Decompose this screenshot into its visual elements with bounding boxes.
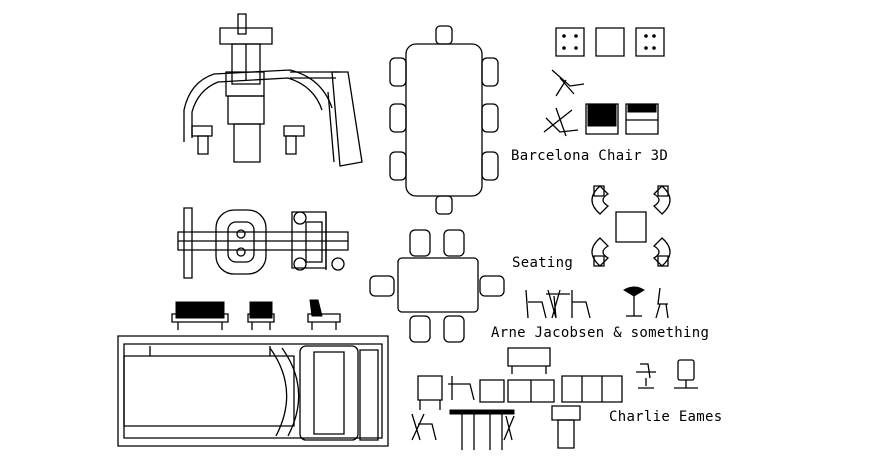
seating-block	[592, 186, 670, 266]
treadmill-block	[118, 336, 388, 446]
dining-table-large-block	[390, 26, 498, 214]
barcelona-chair-label: Barcelona Chair 3D	[511, 148, 669, 164]
dining-table-small-block	[370, 230, 504, 342]
seating-label: Seating	[512, 255, 574, 271]
gym-station-block	[184, 14, 362, 166]
charlie-eames-block	[412, 348, 698, 450]
charlie-eames-label: Charlie Eames	[609, 409, 723, 425]
gym-machine-plan-block	[178, 208, 348, 278]
sofa-elevation-row	[172, 300, 340, 330]
arne-jacobsen-block	[526, 287, 668, 318]
barcelona-chair-block	[544, 28, 664, 136]
arne-jacobsen-label: Arne Jacobsen & something	[491, 325, 710, 341]
